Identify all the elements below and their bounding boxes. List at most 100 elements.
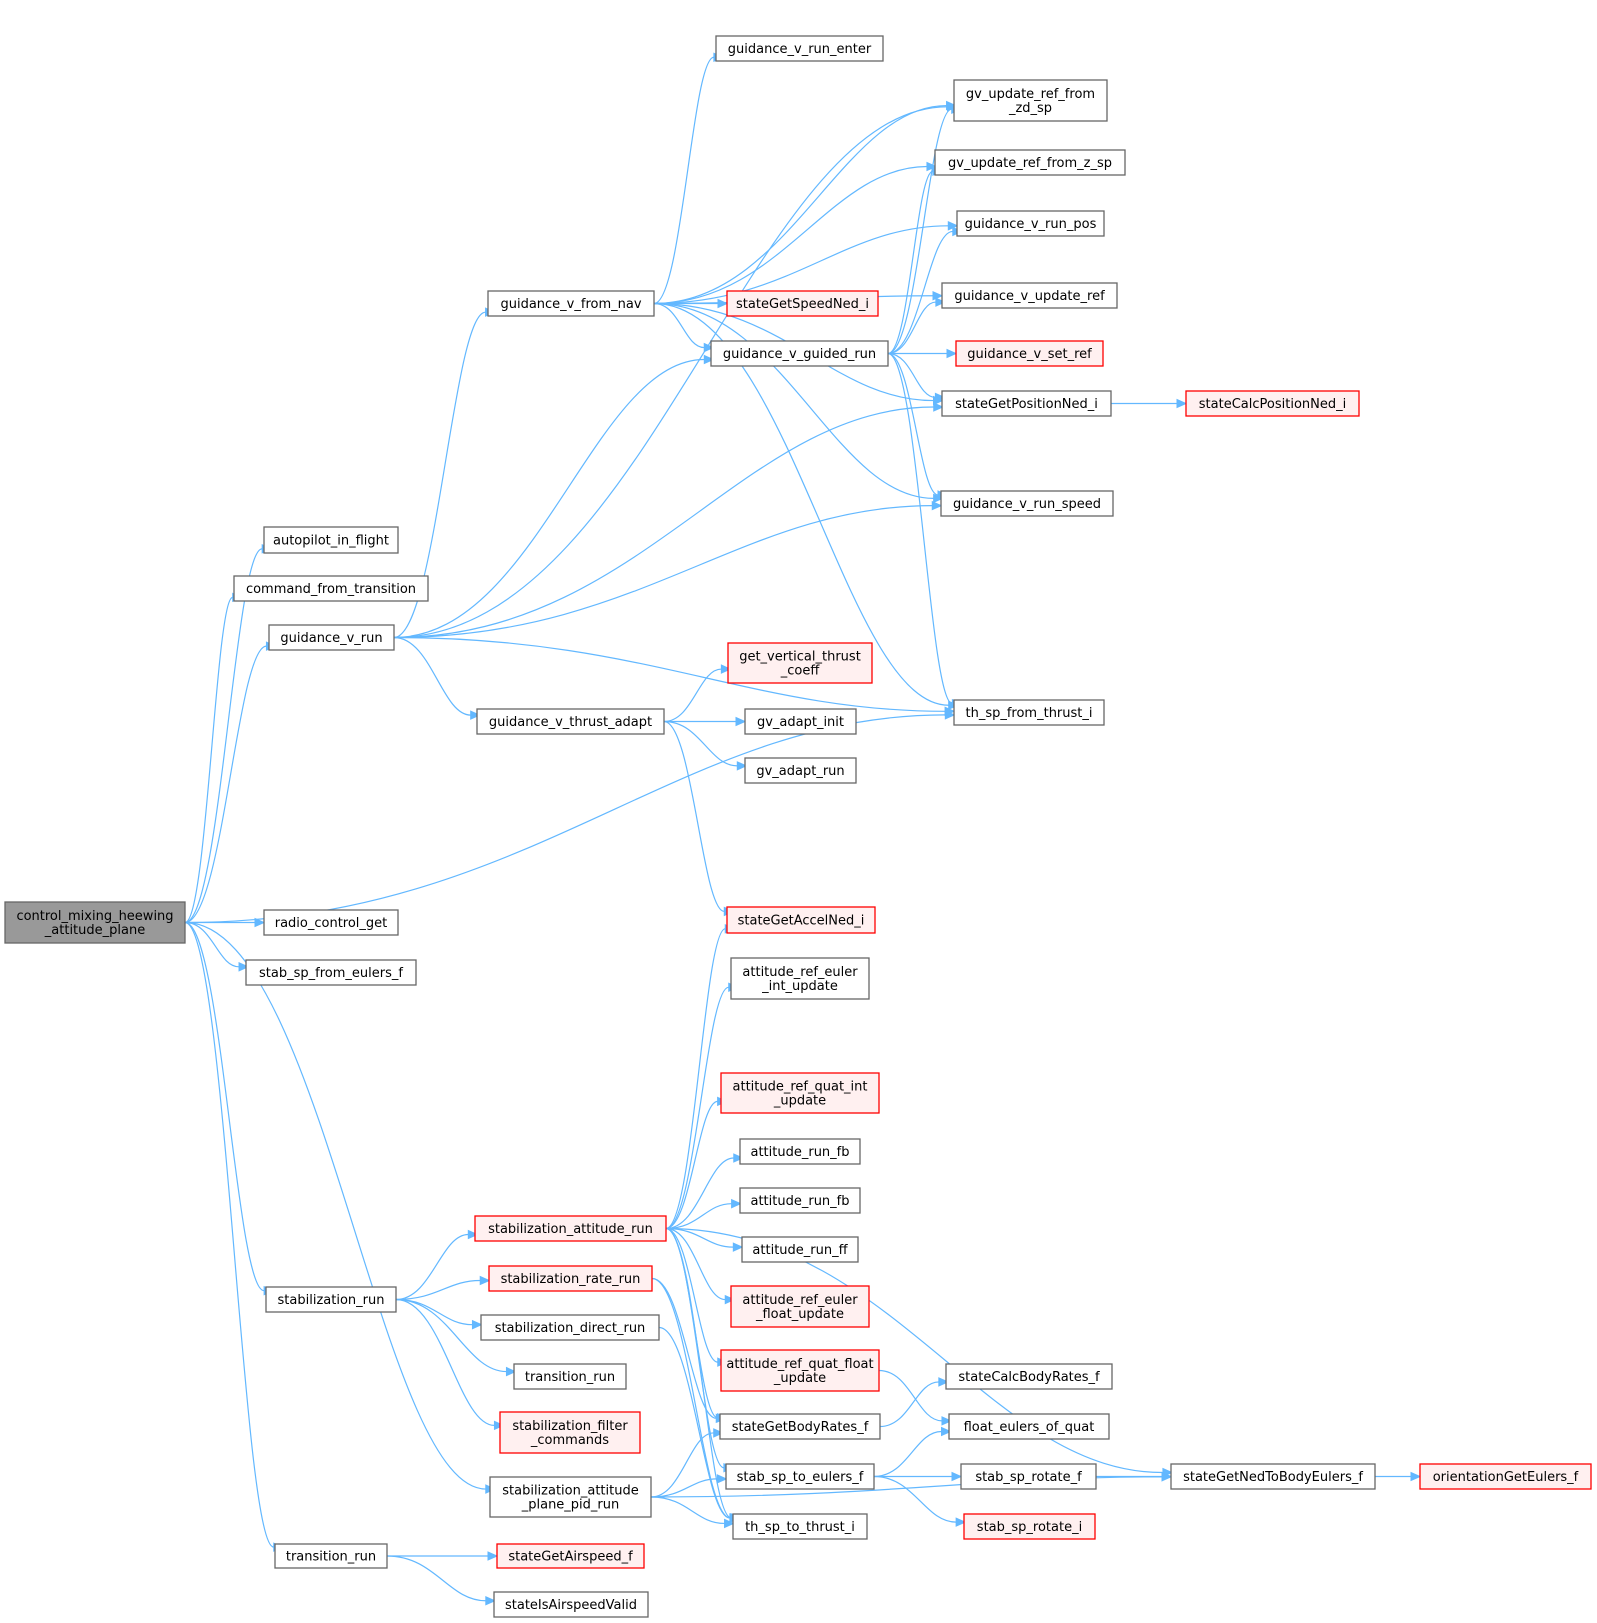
- node-stateGetAccelNed-i[interactable]: stateGetAccelNed_i: [726, 906, 876, 934]
- node-guidance-v-from-nav[interactable]: guidance_v_from_nav: [487, 290, 655, 317]
- node-guidance-v-run-enter[interactable]: guidance_v_run_enter: [715, 35, 884, 62]
- node-gv-adapt-run[interactable]: gv_adapt_run: [744, 757, 857, 784]
- node-stateGetNedToBodyEulers-f[interactable]: stateGetNedToBodyEulers_f: [1170, 1463, 1376, 1490]
- node-label: attitude_run_ff: [752, 1243, 848, 1258]
- edge-stabilization_attitude_plane_pid_run-to-th_sp_to_thrust_i: [650, 1496, 735, 1529]
- edge-line: [386, 1555, 486, 1602]
- node-stateCalcBodyRates-f[interactable]: stateCalcBodyRates_f: [945, 1363, 1113, 1390]
- edge-line: [887, 230, 953, 355]
- edge-line: [665, 1100, 718, 1230]
- node-float-eulers-of-quat[interactable]: float_eulers_of_quat: [948, 1413, 1110, 1440]
- node-stateGetBodyRates-f[interactable]: stateGetBodyRates_f: [719, 1413, 881, 1440]
- edge-stab_sp_to_eulers_f-to-stab_sp_rotate_f: [874, 1471, 963, 1482]
- edge-line: [887, 352, 953, 705]
- edge-arrowhead: [941, 1426, 952, 1437]
- node-root[interactable]: control_mixing_heewing_attitude_plane: [4, 901, 186, 944]
- node-stab-sp-rotate-f[interactable]: stab_sp_rotate_f: [960, 1463, 1097, 1490]
- node-attitude-ref-quat-int-update[interactable]: attitude_ref_quat_int_update: [720, 1072, 880, 1114]
- node-guidance-v-run-speed[interactable]: guidance_v_run_speed: [940, 490, 1114, 517]
- node-stateGetPositionNed-i[interactable]: stateGetPositionNed_i: [941, 390, 1112, 417]
- node-guidance-v-guided-run[interactable]: guidance_v_guided_run: [710, 340, 889, 367]
- node-label: gv_update_ref_from_z_sp: [948, 156, 1112, 171]
- node-stabilization-run[interactable]: stabilization_run: [265, 1286, 397, 1313]
- node-label: command_from_transition: [246, 582, 416, 597]
- node-box: [956, 210, 1105, 237]
- node-box: [268, 624, 395, 651]
- edge-line: [184, 921, 274, 1548]
- node-radio-control-get[interactable]: radio_control_get: [263, 909, 399, 936]
- node-stab-sp-to-eulers-f[interactable]: stab_sp_to_eulers_f: [725, 1463, 875, 1490]
- node-label: guidance_v_update_ref: [954, 289, 1105, 304]
- edge-line: [873, 1430, 942, 1478]
- node-label: _update: [773, 1094, 826, 1109]
- node-attitude-run-fb-1[interactable]: attitude_run_fb: [739, 1138, 861, 1165]
- node-get-vertical-thrust-coeff[interactable]: get_vertical_thrust_coeff: [727, 642, 873, 684]
- node-box: [963, 1513, 1096, 1540]
- node-stab-sp-from-eulers-f[interactable]: stab_sp_from_eulers_f: [245, 959, 417, 986]
- edge-line: [393, 636, 471, 716]
- edge-line: [184, 921, 265, 1292]
- node-label: autopilot_in_flight: [273, 534, 389, 549]
- node-attitude-ref-quat-float-update[interactable]: attitude_ref_quat_float_update: [720, 1349, 880, 1392]
- edge-line: [650, 1496, 725, 1525]
- node-command-from-transition[interactable]: command_from_transition: [233, 575, 429, 602]
- node-stateGetSpeedNed-i[interactable]: stateGetSpeedNed_i: [726, 290, 879, 317]
- node-guidance-v-run-pos[interactable]: guidance_v_run_pos: [956, 210, 1105, 237]
- node-transition-run-m[interactable]: transition_run: [513, 1363, 627, 1390]
- edge-line: [653, 302, 705, 349]
- node-box: [496, 1543, 645, 1569]
- node-label: _zd_sp: [1008, 101, 1052, 116]
- node-transition-run-l[interactable]: transition_run: [274, 1543, 388, 1569]
- node-label: orientationGetEulers_f: [1433, 1470, 1579, 1485]
- node-stabilization-attitude-plane-pid-run[interactable]: stabilization_attitude_plane_pid_run: [489, 1476, 652, 1518]
- edge-root-to-radio_control_get: [184, 917, 266, 928]
- node-gv-adapt-init[interactable]: gv_adapt_init: [744, 708, 857, 735]
- node-autopilot-in-flight[interactable]: autopilot_in_flight: [263, 526, 399, 554]
- node-attitude-run-fb-2[interactable]: attitude_run_fb: [739, 1187, 861, 1214]
- edge-line: [184, 921, 486, 1490]
- node-gv-update-ref-from-zd-sp[interactable]: gv_update_ref_from_zd_sp: [953, 79, 1108, 122]
- node-label: guidance_v_guided_run: [723, 347, 876, 362]
- node-label: float_eulers_of_quat: [964, 1420, 1095, 1435]
- edge-line: [184, 548, 263, 924]
- node-th-sp-to-thrust-i[interactable]: th_sp_to_thrust_i: [732, 1513, 868, 1540]
- edge-stateGetPositionNed_i-to-stateCalcPositionNed_i: [1111, 398, 1188, 409]
- node-stabilization-rate-run[interactable]: stabilization_rate_run: [488, 1265, 653, 1292]
- node-th-sp-from-thrust-i[interactable]: th_sp_from_thrust_i: [953, 699, 1105, 726]
- edge-arrowhead: [736, 761, 748, 771]
- node-orientationGetEulers-f[interactable]: orientationGetEulers_f: [1419, 1463, 1592, 1490]
- node-guidance-v-run[interactable]: guidance_v_run: [268, 624, 395, 651]
- node-guidance-v-thrust-adapt[interactable]: guidance_v_thrust_adapt: [476, 708, 665, 735]
- node-stateCalcPositionNed-i[interactable]: stateCalcPositionNed_i: [1185, 390, 1360, 417]
- node-stabilization-attitude-run[interactable]: stabilization_attitude_run: [474, 1215, 667, 1242]
- node-stabilization-direct-run[interactable]: stabilization_direct_run: [480, 1314, 660, 1341]
- node-gv-update-ref-from-z-sp[interactable]: gv_update_ref_from_z_sp: [934, 149, 1126, 176]
- node-box: [474, 1215, 667, 1242]
- edge-guidance_v_run-to-guidance_v_run_speed: [393, 500, 943, 639]
- edge-line: [653, 104, 947, 305]
- node-label: stateGetNedToBodyEulers_f: [1183, 1470, 1363, 1485]
- node-guidance-v-update-ref[interactable]: guidance_v_update_ref: [941, 282, 1118, 309]
- node-attitude-run-ff[interactable]: attitude_run_ff: [741, 1236, 859, 1263]
- edge-arrowhead: [505, 1366, 517, 1377]
- edge-stabilization_rate_run-to-stateGetBodyRates_f: [651, 1277, 727, 1424]
- edge-stabilization_attitude_run-to-attitude_run_fb_1: [665, 1153, 744, 1230]
- edge-line: [651, 1277, 731, 1519]
- edge-line: [653, 56, 715, 305]
- node-box: [710, 340, 889, 367]
- node-attitude-ref-euler-int-update[interactable]: attitude_ref_euler_int_update: [730, 957, 870, 1000]
- node-label: stateGetSpeedNed_i: [736, 297, 869, 312]
- node-box: [720, 1349, 880, 1392]
- node-box: [720, 1072, 880, 1114]
- node-guidance-v-set-ref[interactable]: guidance_v_set_ref: [955, 340, 1104, 367]
- edge-root-to-transition_run_l: [184, 921, 284, 1552]
- edge-line: [887, 301, 936, 355]
- node-stab-sp-rotate-i[interactable]: stab_sp_rotate_i: [963, 1513, 1096, 1540]
- node-stabilization-filter-commands[interactable]: stabilization_filter_commands: [499, 1411, 641, 1454]
- node-stateIsAirspeedValid[interactable]: stateIsAirspeedValid: [493, 1591, 649, 1618]
- node-stateGetAirspeed-f[interactable]: stateGetAirspeed_f: [496, 1543, 645, 1569]
- node-box: [1170, 1463, 1376, 1490]
- node-attitude-ref-euler-float-update[interactable]: attitude_ref_euler_float_update: [730, 1285, 870, 1328]
- node-label: stateGetAirspeed_f: [508, 1550, 633, 1565]
